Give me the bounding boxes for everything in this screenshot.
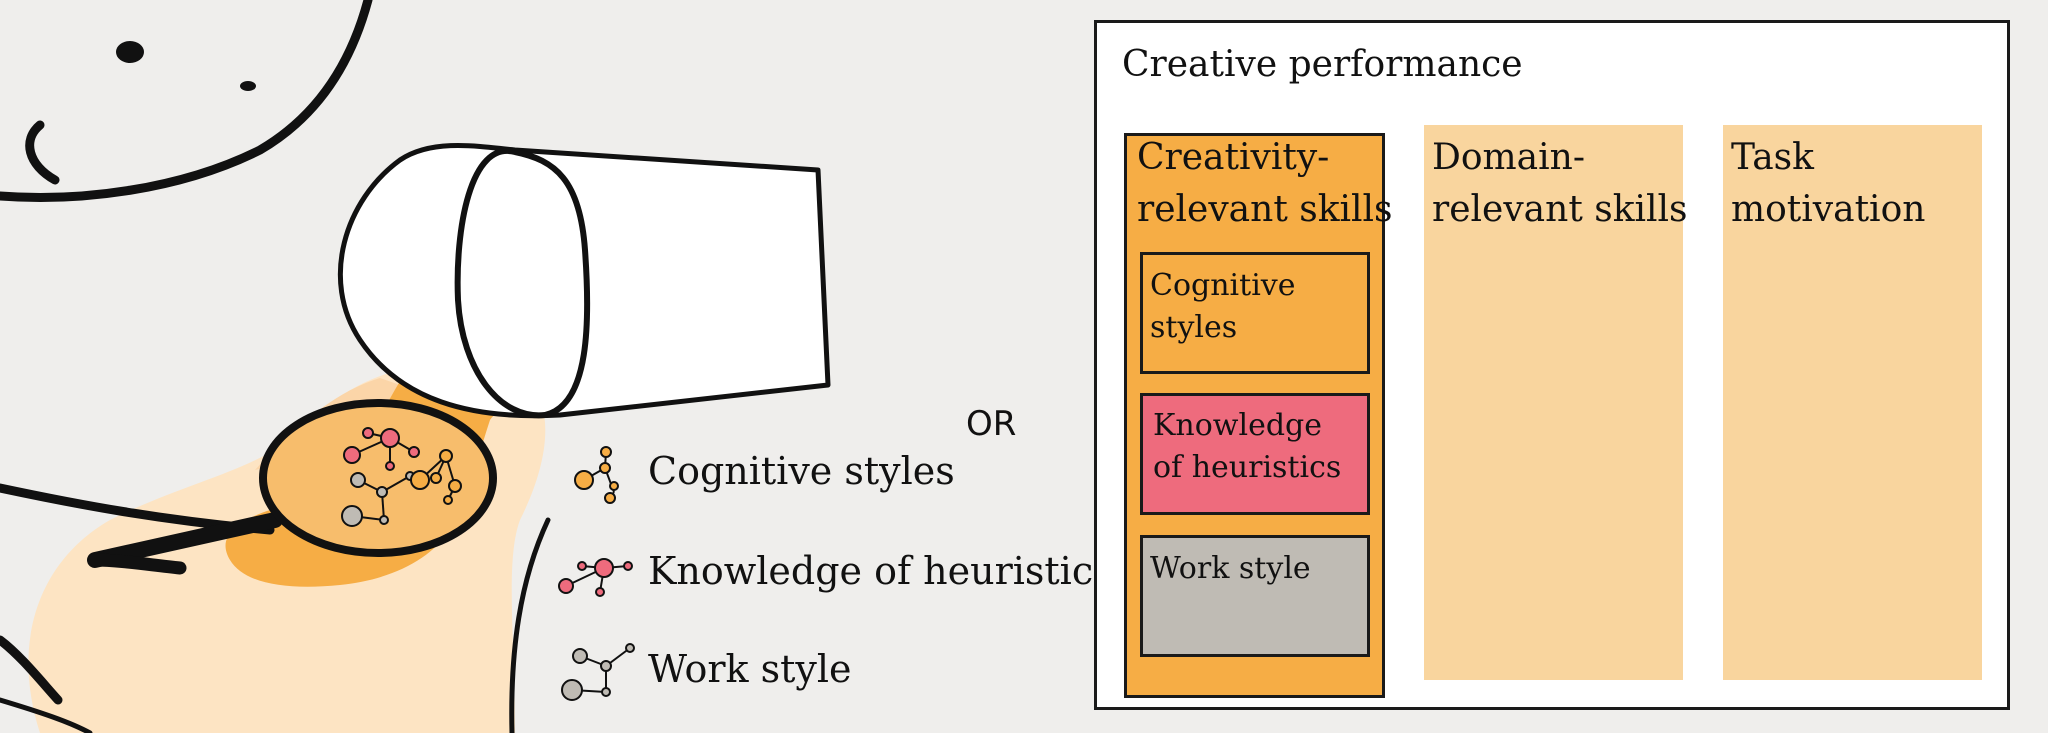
task-motivation-column	[1723, 125, 1982, 680]
domain-relevant-skills-column	[1424, 125, 1683, 680]
eye-mark	[116, 41, 144, 63]
work-style-box	[1140, 535, 1370, 657]
task-title-line2: motivation	[1731, 189, 1926, 230]
knowledge-line2: of heuristics	[1153, 450, 1342, 485]
work-style-box-label: Work style	[1150, 548, 1311, 590]
cognitive-styles-line2: styles	[1150, 310, 1238, 345]
knowledge-of-heuristics-box-label: Knowledge of heuristics	[1153, 405, 1341, 489]
magnifier-handle-end	[88, 553, 187, 575]
lens-network	[341, 427, 462, 527]
work-style-network-icon	[561, 643, 635, 701]
cognitive-styles-box-label: Cognitive styles	[1150, 265, 1296, 349]
ear-mark	[25, 120, 60, 185]
head-outline	[0, 0, 373, 202]
creativity-title-line1: Creativity-	[1137, 137, 1330, 178]
task-title-line1: Task	[1731, 137, 1814, 178]
illustration	[0, 0, 831, 733]
knowledge-line1: Knowledge	[1153, 408, 1322, 443]
cognitive-styles-network-icon	[574, 446, 619, 504]
cognitive-styles-line1: Cognitive	[1150, 268, 1296, 303]
knowledge-of-heuristics-network-icon	[558, 558, 633, 597]
creativity-relevant-skills-title: Creativity- relevant skills	[1137, 132, 1393, 236]
legend-work-style: Work style	[648, 647, 852, 691]
or-separator: OR	[966, 404, 1017, 444]
arm-line-lower	[0, 635, 63, 705]
domain-title-line1: Domain-	[1432, 137, 1585, 178]
work-style-line1: Work style	[1150, 551, 1311, 586]
body-line	[509, 517, 551, 733]
cup-rim	[454, 147, 591, 419]
magnifier-lens	[259, 399, 497, 557]
knowledge-of-heuristics-box	[1140, 393, 1370, 515]
domain-relevant-skills-title: Domain- relevant skills	[1432, 132, 1688, 236]
creative-performance-title: Creative performance	[1122, 44, 1523, 85]
legend-knowledge-of-heuristics: Knowledge of heuristics	[648, 549, 1113, 593]
eye-mark-small	[240, 81, 256, 91]
task-motivation-title: Task motivation	[1731, 132, 1925, 236]
domain-title-line2: relevant skills	[1432, 189, 1688, 230]
cognitive-styles-box	[1140, 252, 1370, 374]
magnifier-handle	[87, 512, 283, 568]
legend-cognitive-styles: Cognitive styles	[648, 449, 955, 493]
creativity-title-line2: relevant skills	[1137, 189, 1393, 230]
hand-line-bottom	[0, 697, 93, 733]
